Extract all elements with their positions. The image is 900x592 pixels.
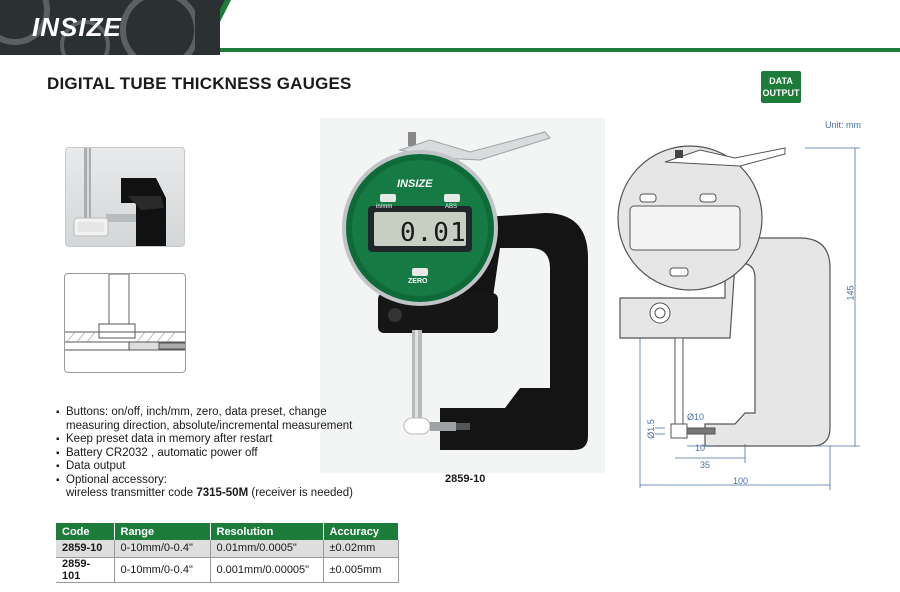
product-photo: INSIZE in/mm ABS 0.01 ZERO bbox=[320, 118, 605, 473]
cell-code: 2859-101 bbox=[56, 557, 115, 583]
spec-table: Code Range Resolution Accuracy 2859-10 0… bbox=[56, 523, 399, 583]
cell-resolution: 0.01mm/0.0005" bbox=[210, 540, 324, 558]
page-title: DIGITAL TUBE THICKNESS GAUGES bbox=[47, 74, 352, 93]
cell-resolution: 0.001mm/0.00005" bbox=[210, 557, 324, 583]
col-header-code: Code bbox=[56, 523, 115, 540]
badge-line-2: OUTPUT bbox=[762, 88, 800, 98]
lcd-reading: 0.01 bbox=[400, 218, 467, 248]
feature-item-continuation: wireless transmitter code 7315-50M (rece… bbox=[56, 487, 353, 501]
photo-caption: 2859-10 bbox=[445, 473, 486, 485]
accessory-code: 7315-50M bbox=[196, 487, 249, 499]
cell-accuracy: ±0.02mm bbox=[323, 540, 399, 558]
data-output-badge: DATA OUTPUT bbox=[761, 71, 801, 103]
feature-item-continuation: measuring direction, absolute/incrementa… bbox=[66, 419, 353, 432]
technical-drawing: 145 Ø10 Ø1.5 10 35 100 bbox=[605, 128, 895, 498]
gauge-outline-drawing bbox=[617, 145, 860, 490]
banner-accent-line bbox=[215, 48, 900, 52]
banner-gear-background: INSIZE bbox=[0, 0, 220, 55]
cell-accuracy: ±0.005mm bbox=[323, 557, 399, 583]
unit-label: Unit: mm bbox=[825, 120, 861, 130]
dim-depth: 100 bbox=[733, 476, 749, 486]
feature-list: Buttons: on/off, inch/mm, zero, data pre… bbox=[56, 406, 353, 501]
accessory-note: (receiver is needed) bbox=[248, 487, 353, 499]
gauge-photo-illustration bbox=[342, 131, 588, 450]
detail-photo-tip bbox=[65, 147, 185, 247]
dim-tip-diameter: Ø10 bbox=[687, 412, 705, 422]
table-row: 2859-101 0-10mm/0-0.4" 0.001mm/0.00005" … bbox=[56, 557, 399, 583]
dim-anvil-diameter: Ø1.5 bbox=[645, 419, 656, 439]
banner-dark-wedge bbox=[195, 0, 225, 55]
accessory-text: wireless transmitter code bbox=[66, 487, 197, 499]
dial-brand: INSIZE bbox=[397, 178, 433, 190]
detail-schematic-tube bbox=[64, 273, 186, 373]
cell-range: 0-10mm/0-0.4" bbox=[114, 540, 211, 558]
badge-line-1: DATA bbox=[769, 76, 793, 86]
table-row: 2859-10 0-10mm/0-0.4" 0.01mm/0.0005" ±0.… bbox=[56, 540, 399, 558]
col-header-accuracy: Accuracy bbox=[323, 523, 399, 540]
zero-button-label: ZERO bbox=[408, 278, 428, 285]
cell-range: 0-10mm/0-0.4" bbox=[114, 557, 211, 583]
tube-measurement-schematic bbox=[65, 274, 185, 351]
feature-item: Buttons: on/off, inch/mm, zero, data pre… bbox=[56, 406, 353, 420]
cell-code: 2859-10 bbox=[56, 540, 115, 558]
brand-logo: INSIZE bbox=[32, 12, 122, 42]
col-header-resolution: Resolution bbox=[210, 523, 324, 540]
dim-tip-length: 10 bbox=[695, 443, 706, 453]
dim-reach: 35 bbox=[700, 460, 711, 470]
feature-item: Optional accessory: bbox=[56, 474, 353, 488]
feature-item: Data output bbox=[56, 460, 353, 474]
feature-item: Battery CR2032 , automatic power off bbox=[56, 447, 353, 461]
table-header-row: Code Range Resolution Accuracy bbox=[56, 523, 399, 540]
inch-mm-button-label: in/mm bbox=[376, 204, 393, 210]
header-banner: INSIZE bbox=[0, 0, 900, 55]
tip-closeup-image bbox=[73, 148, 166, 246]
dim-height: 145 bbox=[845, 285, 856, 301]
feature-item: Keep preset data in memory after restart bbox=[56, 433, 353, 447]
abs-button-label: ABS bbox=[445, 204, 458, 210]
col-header-range: Range bbox=[114, 523, 211, 540]
